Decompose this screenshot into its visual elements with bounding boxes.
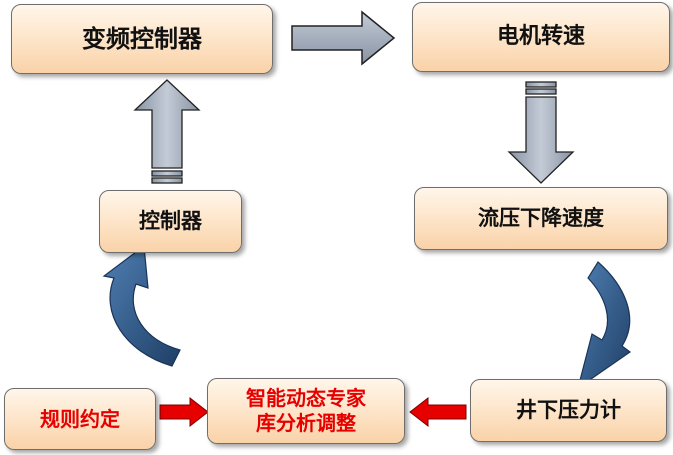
node-inverter-control: 变频控制器 — [11, 4, 273, 74]
red-arrow-gauge-to-expert — [409, 396, 467, 428]
node-label: 规则约定 — [40, 406, 120, 431]
arrow-motor-to-flow-rate — [507, 81, 575, 184]
node-label: 智能动态专家 库分析调整 — [246, 386, 366, 435]
node-label: 控制器 — [139, 209, 202, 234]
curved-arrow-flow-rate-to-gauge — [577, 261, 632, 390]
node-controller: 控制器 — [99, 190, 242, 253]
arrow-controller-to-inverter — [133, 79, 201, 184]
node-rule-agreement: 规则约定 — [4, 388, 156, 450]
red-arrow-rule-to-expert — [159, 396, 209, 428]
node-label: 井下压力计 — [516, 398, 621, 423]
node-label: 流压下降速度 — [478, 206, 604, 231]
node-flow-pressure-drop-rate: 流压下降速度 — [414, 187, 668, 250]
node-downhole-pressure-gauge: 井下压力计 — [470, 379, 667, 442]
curved-arrow-expert-to-controller — [102, 244, 181, 367]
node-label: 电机转速 — [496, 24, 585, 50]
arrow-inverter-to-motor — [291, 10, 396, 66]
node-motor-speed: 电机转速 — [412, 2, 670, 72]
node-expert-db-analysis: 智能动态专家 库分析调整 — [207, 378, 405, 444]
node-label: 变频控制器 — [82, 25, 202, 53]
